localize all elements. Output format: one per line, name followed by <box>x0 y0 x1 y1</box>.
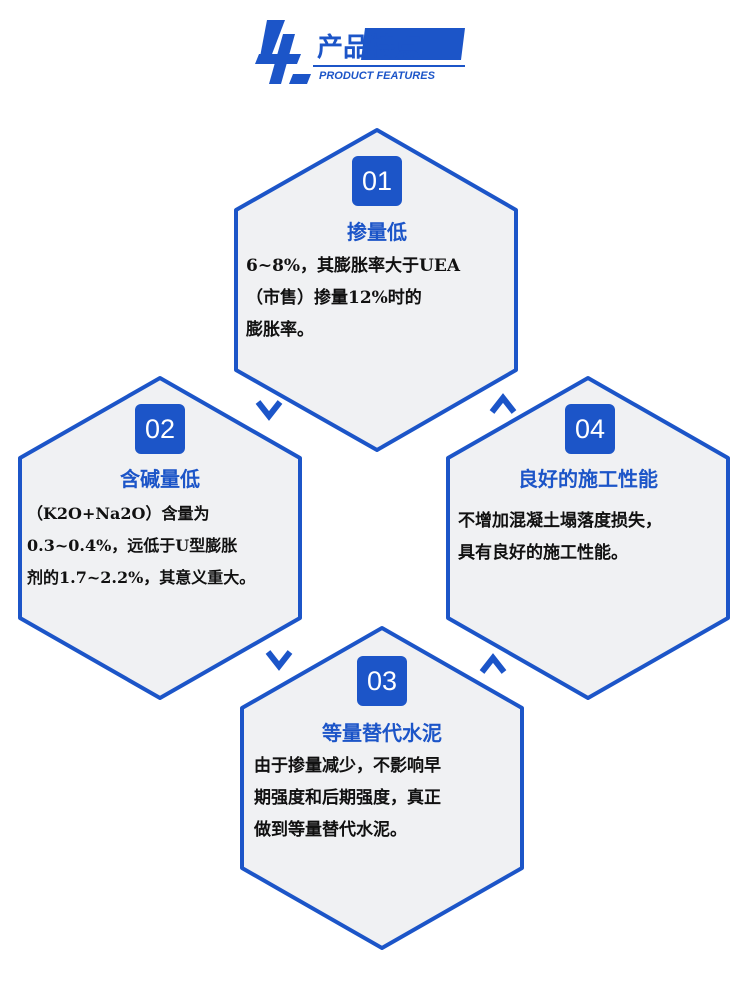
title-highlight-block <box>361 28 465 60</box>
feature-number-badge: 03 <box>357 656 407 706</box>
feature-number-badge: 02 <box>135 404 185 454</box>
feature-title: 良好的施工性能 <box>518 467 658 491</box>
arrow-up-icon <box>489 393 517 414</box>
hexagon-04 <box>446 376 730 700</box>
arrow-down-icon <box>265 650 293 671</box>
feature-title: 等量替代水泥 <box>322 721 442 745</box>
header-subtitle: PRODUCT FEATURES <box>319 70 436 82</box>
feature-number-badge: 01 <box>352 156 402 206</box>
feature-description: （K2O+Na2O）含量为 0.3~0.4%，远低于U型膨胀 剂的1.7~2.2… <box>27 504 256 587</box>
feature-title: 含碱量低 <box>120 467 200 491</box>
arrow-up-icon <box>479 653 507 674</box>
header-title: 产品特点 <box>317 32 421 63</box>
feature-description: 不增加混凝土塌落度损失， 具有良好的施工性能。 <box>458 511 662 563</box>
feature-title: 掺量低 <box>347 220 407 244</box>
arrow-down-icon <box>255 400 283 421</box>
section-header: 产品特点 PRODUCT FEATURES <box>255 20 465 84</box>
feature-number-badge: 04 <box>565 404 615 454</box>
feature-description: 6~8%，其膨胀率大于UEA （市售）掺量12%时的 膨胀率。 <box>246 256 461 340</box>
hexagon-03 <box>240 626 524 950</box>
hexagon-02 <box>18 376 302 700</box>
number-four-icon <box>255 20 311 84</box>
feature-description: 由于掺量减少，不影响早 期强度和后期强度，真正 做到等量替代水泥。 <box>254 756 441 840</box>
hexagon-01 <box>234 128 518 452</box>
